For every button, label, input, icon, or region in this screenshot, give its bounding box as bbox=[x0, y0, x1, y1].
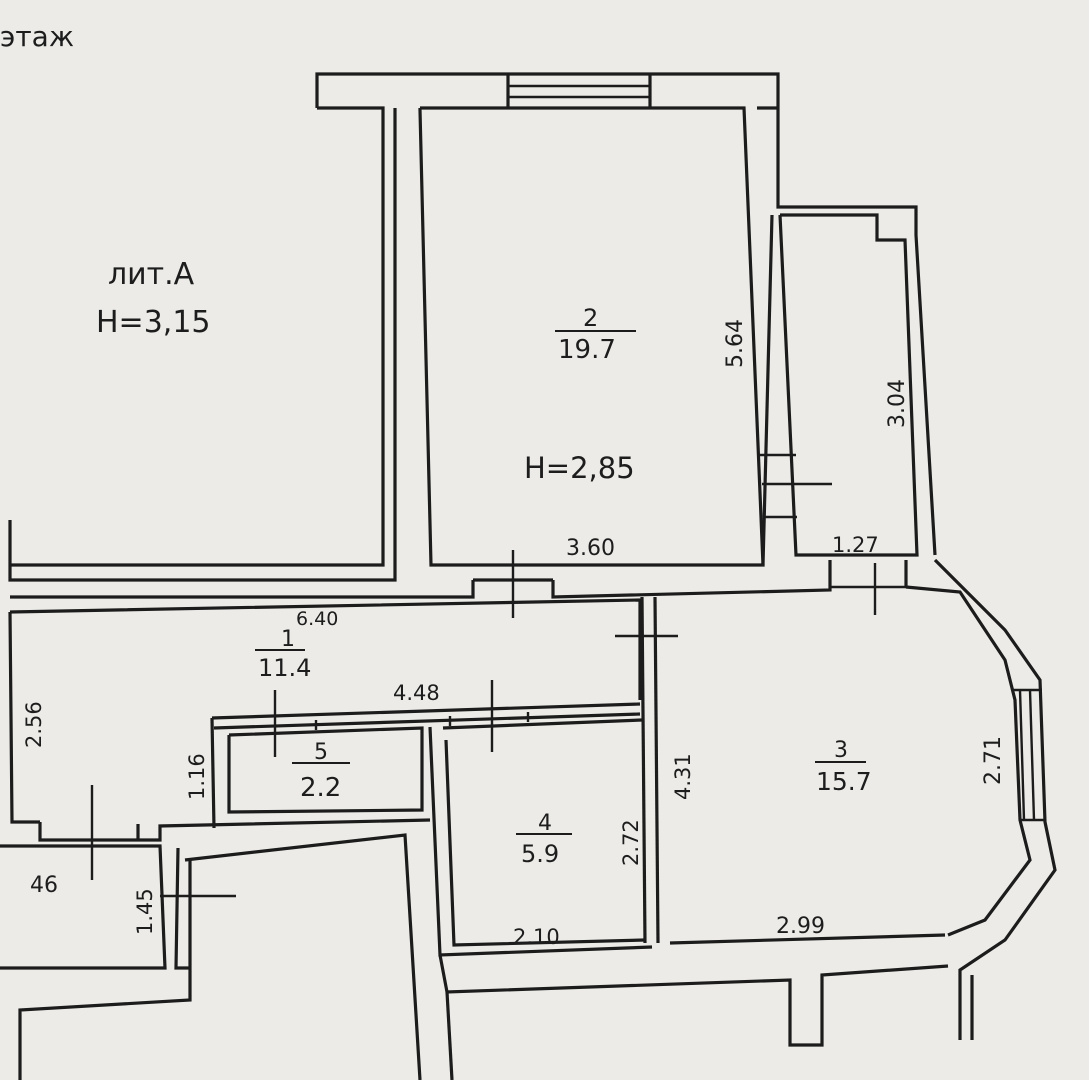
building-height: H=3,15 bbox=[96, 305, 211, 340]
room-4-number: 4 bbox=[538, 811, 552, 836]
room-2-number: 2 bbox=[583, 304, 598, 332]
room-5-area: 2.2 bbox=[300, 773, 341, 803]
dim-room2-width: 3.60 bbox=[566, 536, 615, 561]
dim-room3-width: 2.71 bbox=[981, 736, 1006, 785]
dim-closet-height: 1.16 bbox=[185, 753, 209, 800]
dim-corridor-inner: 4.48 bbox=[393, 681, 440, 705]
dim-corridor-height: 2.56 bbox=[22, 701, 46, 748]
dim-bath-width: 46 bbox=[30, 873, 58, 898]
dim-corridor-length: 6.40 bbox=[296, 608, 338, 630]
dim-balcony-depth: 3.04 bbox=[885, 379, 910, 428]
labels: этаж лит.А H=3,15 2 19.7 H=2,85 3.60 5.6… bbox=[0, 20, 1006, 949]
dim-balcony-width: 1.27 bbox=[832, 533, 879, 557]
dim-room3-bottom: 2.99 bbox=[776, 914, 825, 939]
room-4-area: 5.9 bbox=[521, 840, 559, 868]
ceiling-height: H=2,85 bbox=[524, 451, 635, 485]
room-1-number: 1 bbox=[281, 627, 295, 652]
floor-label: этаж bbox=[0, 20, 74, 53]
room-2-area: 19.7 bbox=[558, 335, 616, 365]
walls bbox=[0, 72, 1057, 1080]
dim-room4-height: 2.72 bbox=[619, 819, 643, 866]
room-5-number: 5 bbox=[314, 740, 328, 765]
dim-room4-width: 2.10 bbox=[513, 925, 560, 949]
building-name: лит.А bbox=[108, 257, 195, 292]
dim-bath-height: 1.45 bbox=[133, 888, 157, 935]
room-1-area: 11.4 bbox=[258, 654, 311, 682]
room-3-number: 3 bbox=[834, 738, 848, 763]
dim-room3-width-top: 4.31 bbox=[671, 753, 695, 800]
dim-room2-depth: 5.64 bbox=[723, 319, 748, 368]
room-3-area: 15.7 bbox=[816, 767, 872, 796]
